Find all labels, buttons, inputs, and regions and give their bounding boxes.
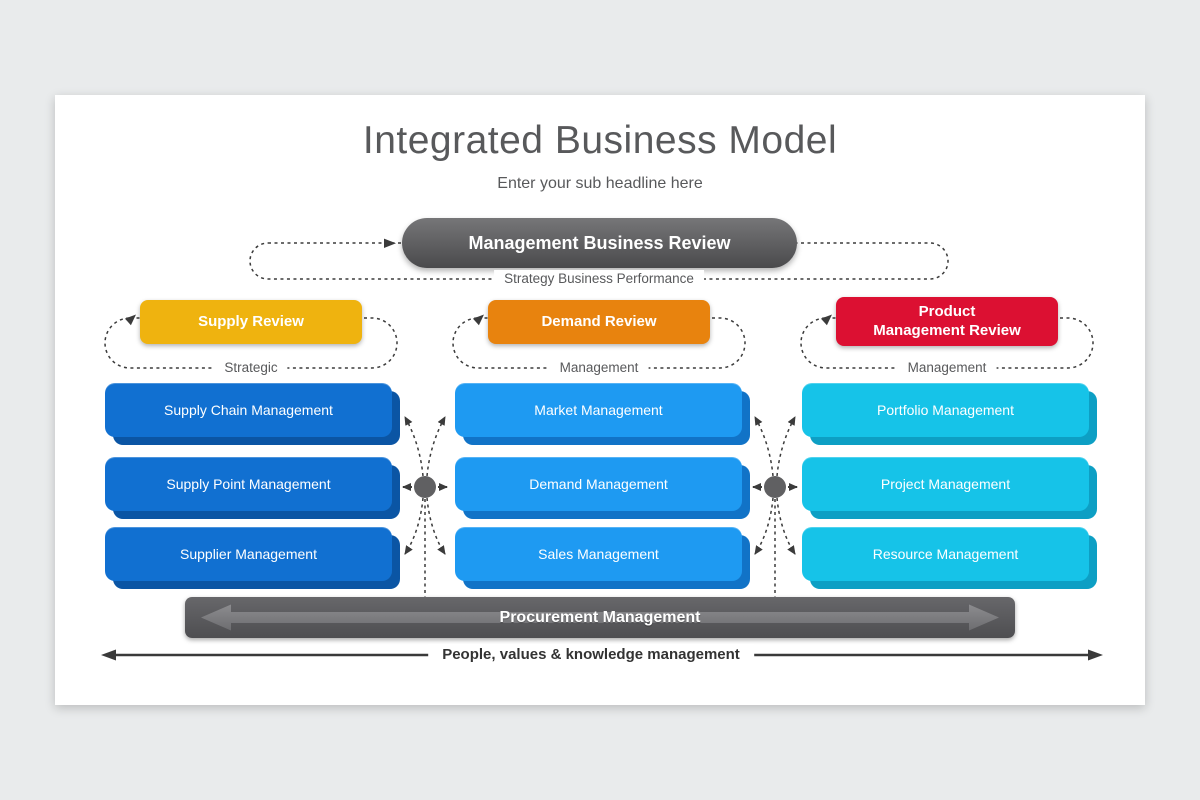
- box-label: Supplier Management: [180, 546, 317, 562]
- box-label: Market Management: [534, 402, 663, 418]
- box-label: Project Management: [880, 476, 1011, 492]
- box-project-management: Project Management: [802, 457, 1089, 511]
- box-supply-chain-management: Supply Chain Management: [105, 383, 392, 437]
- page-title: Integrated Business Model: [362, 119, 838, 162]
- footer-label: People, values & knowledge management: [428, 644, 754, 666]
- connector-node-left: [402, 416, 448, 597]
- loop-arrow-icon: [472, 314, 484, 326]
- loop-arrow-icon: [124, 314, 136, 326]
- box-label: Demand Management: [529, 476, 668, 492]
- pill-label: Demand Review: [541, 312, 657, 330]
- box-demand-management: Demand Management: [455, 457, 742, 511]
- management-business-review-pill: Management Business Review: [402, 218, 797, 268]
- box-portfolio-management: Portfolio Management: [802, 383, 1089, 437]
- hub-circle-icon: [414, 476, 436, 498]
- supply-review-pill: Supply Review: [140, 300, 362, 344]
- double-arrow-icon: [201, 604, 999, 631]
- left-arrow-icon: [101, 649, 116, 661]
- product-review-pill: Product Management Review: [836, 297, 1058, 346]
- slide: Integrated Business Model Enter your sub…: [55, 95, 1145, 705]
- box-market-management: Market Management: [455, 383, 742, 437]
- pill-label: Product Management Review: [873, 302, 1021, 339]
- box-resource-management: Resource Management: [802, 527, 1089, 581]
- supply-loop-label: Strategic: [214, 359, 288, 377]
- top-loop-label: Strategy Business Performance: [494, 270, 704, 288]
- product-loop-label: Management: [897, 359, 997, 377]
- demand-loop-label: Management: [549, 359, 649, 377]
- box-label: Supply Point Management: [166, 476, 331, 492]
- page-subtitle: Enter your sub headline here: [497, 175, 703, 192]
- box-label: Sales Management: [538, 546, 659, 562]
- box-label: Portfolio Management: [877, 402, 1014, 418]
- box-label: Supply Chain Management: [164, 402, 333, 418]
- demand-review-pill: Demand Review: [488, 300, 710, 344]
- right-arrow-icon: [1088, 649, 1103, 661]
- box-sales-management: Sales Management: [455, 527, 742, 581]
- pill-label: Management Business Review: [468, 232, 731, 253]
- box-supplier-management: Supplier Management: [105, 527, 392, 581]
- loop-arrow-icon: [820, 314, 832, 326]
- procurement-bar: Procurement Management: [185, 597, 1015, 638]
- box-supply-point-management: Supply Point Management: [105, 457, 392, 511]
- procurement-bar-label: Procurement Management: [499, 608, 701, 626]
- loop-arrow-icon: [384, 238, 396, 248]
- connector-node-right: [753, 417, 797, 597]
- box-label: Resource Management: [872, 546, 1019, 562]
- pill-label: Supply Review: [198, 312, 304, 330]
